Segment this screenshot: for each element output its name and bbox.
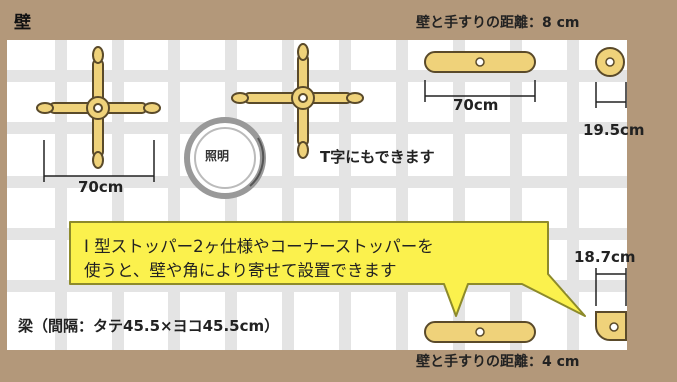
bar-stopper-bottom <box>424 321 536 343</box>
callout-line-2: 使うと、壁や角により寄せて設置できます <box>84 261 397 280</box>
callout-line-1: I 型ストッパー2ヶ仕様やコーナーストッパーを <box>84 237 434 256</box>
cross-stopper <box>36 46 161 169</box>
corner-stopper <box>595 311 627 341</box>
light-label: 照明 <box>205 149 230 163</box>
round-stopper-label: 19.5cm <box>583 121 645 139</box>
cross-measure <box>43 140 155 182</box>
t-shape-note: T字にもできます <box>320 148 435 166</box>
bar-width-label: 70cm <box>453 96 499 114</box>
callout-text: I 型ストッパー2ヶ仕様やコーナーストッパーを 使うと、壁や角により寄せて設置で… <box>84 235 544 283</box>
corner-measure <box>595 268 627 306</box>
wall-label: 壁 <box>14 13 31 33</box>
round-measure <box>595 82 627 108</box>
corner-stopper-label: 18.7cm <box>574 248 636 266</box>
bar-stopper-top <box>424 51 536 73</box>
cross-stopper-2 <box>231 43 364 159</box>
ceiling-light <box>184 117 266 199</box>
cross-width-label: 70cm <box>78 178 124 196</box>
ceiling-area <box>7 40 627 350</box>
callout-bubble <box>69 221 586 317</box>
wall-distance-top: 壁と手すりの距離：8 cm <box>416 15 580 31</box>
round-stopper <box>595 47 625 77</box>
bar-measure <box>424 80 536 102</box>
wall-distance-bottom: 壁と手すりの距離：4 cm <box>416 354 580 370</box>
beam-label: 梁（間隔：タテ45.5×ヨコ45.5cm） <box>18 317 280 335</box>
